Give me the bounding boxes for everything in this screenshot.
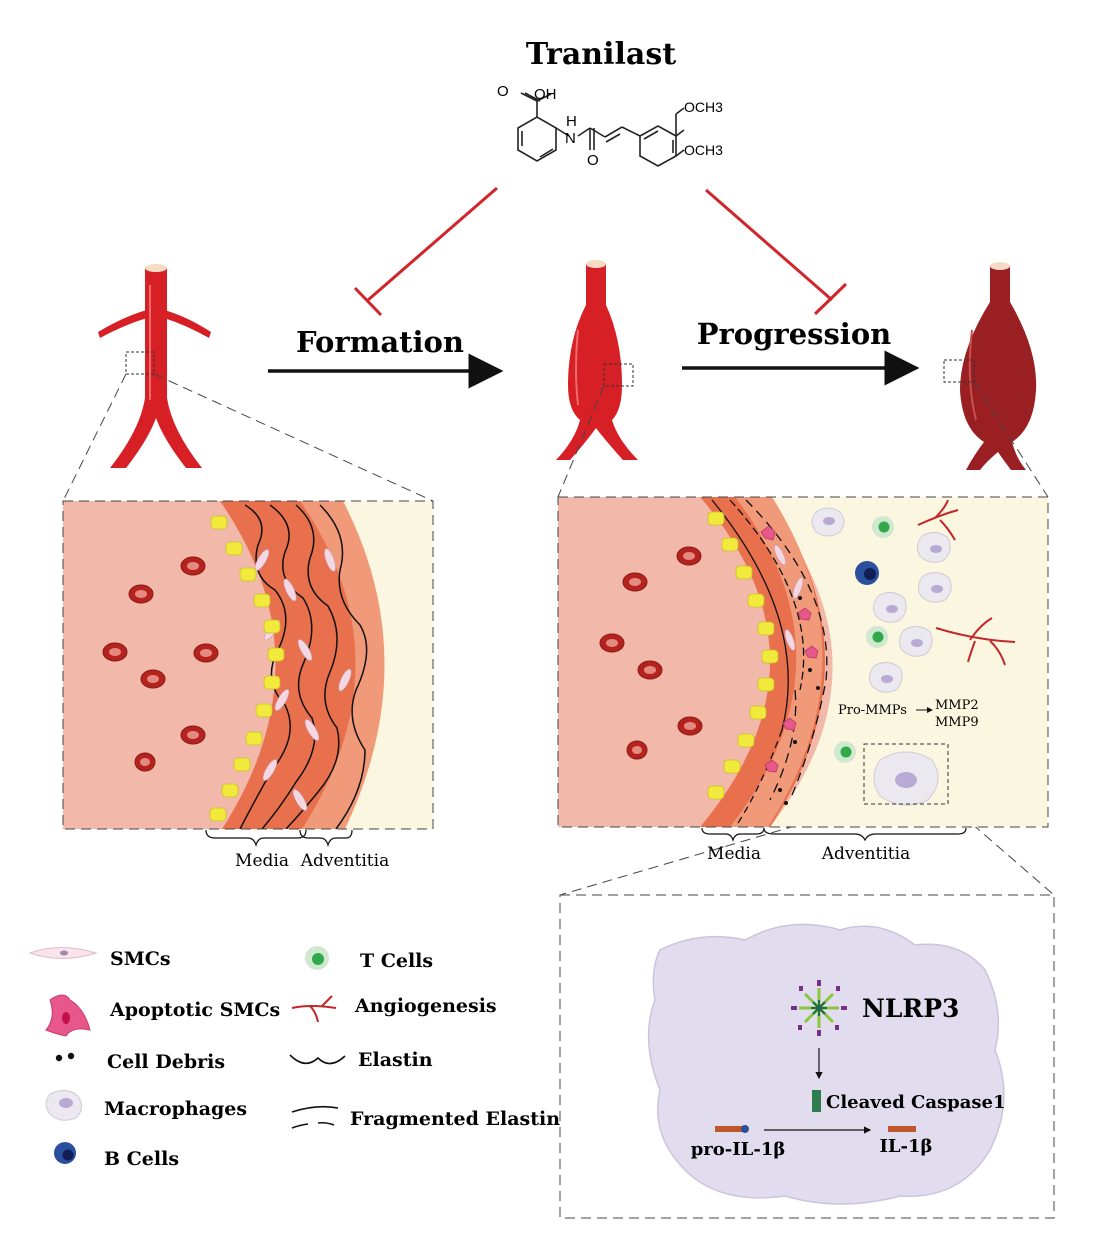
media-label-right: Media: [707, 844, 761, 864]
progression-label: Progression: [697, 317, 892, 351]
angiogenesis-icon: [291, 995, 337, 1023]
caspase-icon: [812, 1090, 821, 1112]
legend-label-macrophages: Macrophages: [104, 1098, 247, 1120]
inhibition-progression: [705, 188, 848, 316]
title: Tranilast: [526, 37, 676, 72]
healthy-aorta: [98, 264, 211, 468]
early-aneurysm: [556, 260, 638, 460]
media-label-left: Media: [235, 851, 289, 871]
chem-label-och3-a: OCH3: [684, 99, 723, 115]
chem-label-oh: OH: [534, 86, 557, 103]
chem-label-och3-b: OCH3: [684, 142, 723, 158]
elastin-icon: [289, 1054, 346, 1065]
legend-label-cell-debris: Cell Debris: [107, 1051, 225, 1073]
caspase-label: Cleaved Caspase1: [826, 1092, 1006, 1113]
media-brace-right: [701, 827, 765, 842]
aneurysm-wall-panel: [557, 496, 1049, 828]
mmp9-label: MMP9: [935, 715, 979, 730]
adventitia-brace-right: [763, 827, 967, 842]
legend-label-b-cells: B Cells: [104, 1148, 179, 1170]
chem-label-o2: O: [587, 152, 599, 169]
cell-debris-icon: [55, 1052, 75, 1062]
chem-label-o1: O: [497, 83, 509, 100]
formation-label: Formation: [296, 325, 464, 359]
tranilast-structure: [517, 92, 685, 167]
chem-label-h: H: [566, 113, 577, 130]
advanced-aneurysm: [943, 262, 1037, 470]
angiogenesis-vessels: [917, 499, 1016, 666]
legend-label-apoptotic-smcs: Apoptotic SMCs: [109, 999, 280, 1021]
media-brace-left: [205, 829, 307, 848]
nlrp3-label: NLRP3: [862, 994, 959, 1023]
adventitia-label-right: Adventitia: [821, 844, 910, 864]
adventitia-label-left: Adventitia: [300, 851, 389, 871]
inhibition-formation: [353, 186, 498, 317]
legend-label-angiogenesis: Angiogenesis: [354, 995, 497, 1017]
legend-label-smcs: SMCs: [110, 948, 171, 970]
nlrp3-icon: [791, 980, 847, 1036]
t-cells: [834, 516, 894, 763]
legend-label-t-cells: T Cells: [360, 950, 433, 972]
pro-mmps-label: Pro-MMPs: [838, 703, 907, 718]
fragmented-elastin-icon: [291, 1105, 339, 1129]
adventitia-brace-left: [299, 829, 353, 848]
pro-il1b-icon: [715, 1126, 743, 1132]
legend-label-elastin: Elastin: [358, 1049, 433, 1071]
mmp2-label: MMP2: [935, 698, 979, 713]
legend-label-fragmented-elastin: Fragmented Elastin: [350, 1108, 560, 1130]
chem-label-n: N: [565, 130, 576, 147]
il1b-icon: [888, 1126, 916, 1132]
normal-wall-panel: [62, 500, 434, 830]
macrophage-inset: [559, 894, 1055, 1219]
pro-il1b-label: pro-IL-1β: [691, 1139, 786, 1160]
il1b-label: IL-1β: [879, 1136, 932, 1157]
legend: [28, 946, 346, 1164]
